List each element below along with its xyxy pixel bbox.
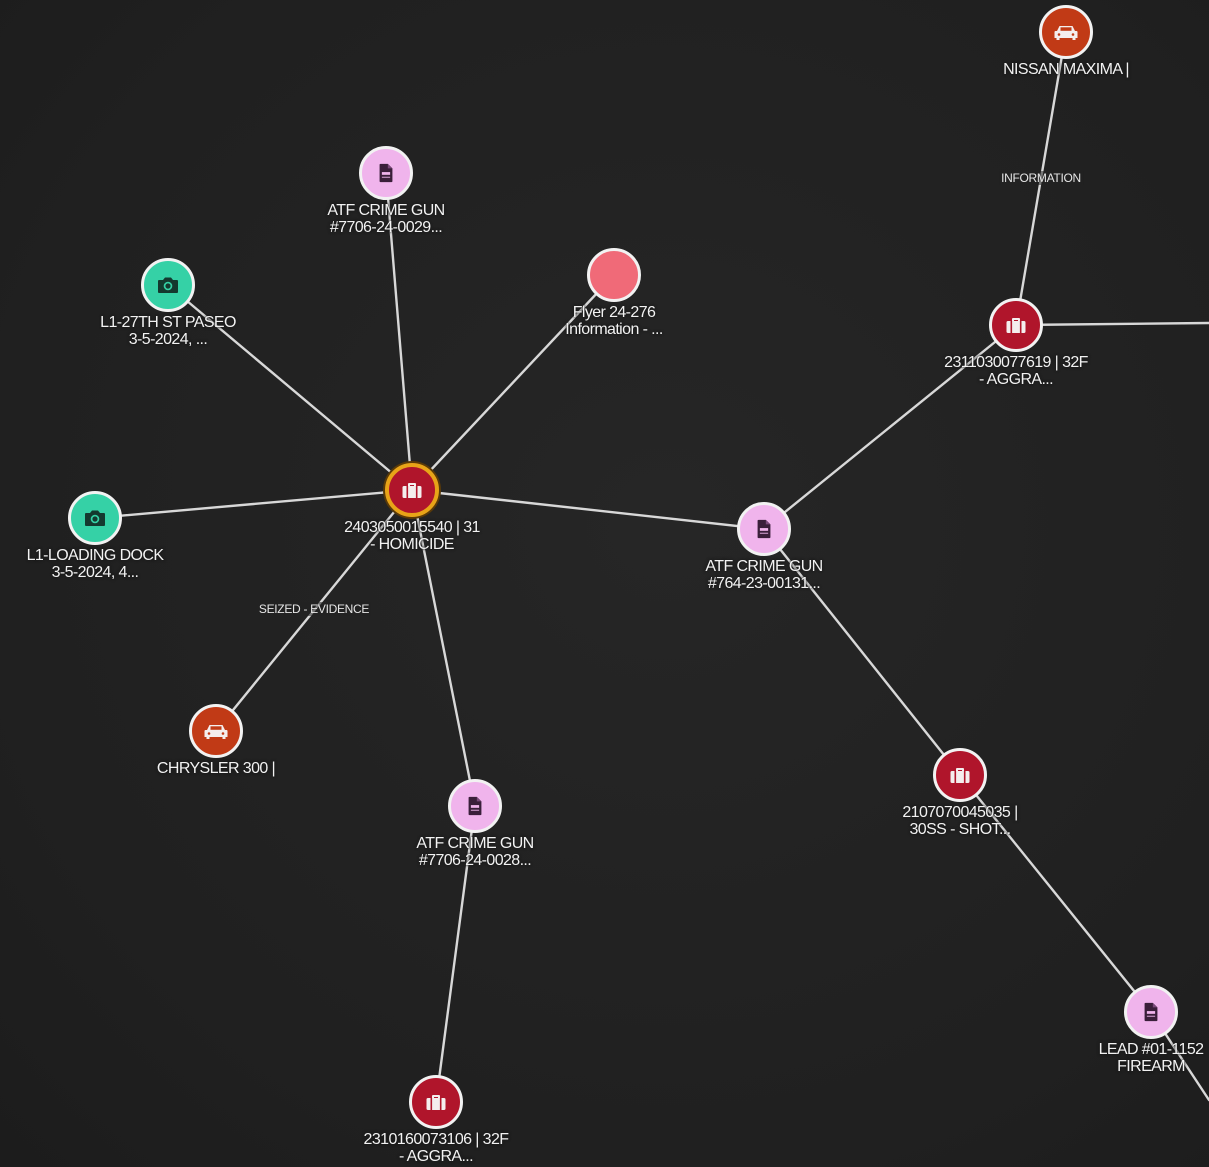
node-label-line: 2403050015540 | 31 <box>344 519 480 536</box>
document-node-circle[interactable] <box>737 502 791 556</box>
node-label-line: NISSAN MAXIMA | <box>1003 61 1129 78</box>
edge-n_atf_7706_0028-n_case_2310160073106[interactable] <box>434 804 477 1104</box>
document-node-circle[interactable] <box>1124 985 1178 1039</box>
node-label-line: - AGGRA... <box>978 371 1054 388</box>
edge-n_atf_764-n_case_2311030077619[interactable] <box>762 323 1018 531</box>
camera-node-circle[interactable] <box>141 258 195 312</box>
node-label-line: Flyer 24-276 <box>572 304 656 321</box>
vehicle-node-circle[interactable] <box>1039 5 1093 59</box>
node-label-line: - AGGRA... <box>398 1148 474 1165</box>
node-label-line: #764-23-00131... <box>707 575 821 592</box>
node-label-line: L1-LOADING DOCK <box>26 547 164 564</box>
node-label: 2310160073106 | 32F- AGGRA... <box>363 1131 510 1165</box>
case-node-circle[interactable] <box>933 748 987 802</box>
case-node-circle[interactable] <box>409 1075 463 1129</box>
node-label-line: 3-5-2024, ... <box>128 331 208 348</box>
briefcase-icon <box>948 764 972 786</box>
node-label-line: CHRYSLER 300 | <box>156 760 276 777</box>
camera-icon <box>83 506 107 530</box>
node-label: ATF CRIME GUN#7706-24-0028... <box>416 835 534 869</box>
document-icon <box>375 162 397 184</box>
vehicle-node-circle[interactable] <box>189 704 243 758</box>
node-label-line: LEAD #01-1152 <box>1098 1041 1204 1058</box>
case-node-circle[interactable] <box>989 298 1043 352</box>
node-label-line: 30SS - SHOT... <box>909 821 1012 838</box>
edge-n_case_main-n_atf_7706_0028[interactable] <box>410 488 477 808</box>
node-label-line: #7706-24-0028... <box>418 852 532 869</box>
node-label-line: Information - ... <box>565 321 663 338</box>
briefcase-icon <box>1004 314 1028 336</box>
document-icon <box>464 795 486 817</box>
node-label-line: 3-5-2024, 4... <box>51 564 139 581</box>
edge-n_case_main-n_atf_764[interactable] <box>410 488 766 531</box>
edge-n_case_main-n_flyer[interactable] <box>410 273 616 492</box>
case-node-circle[interactable] <box>385 463 439 517</box>
node-label: ATF CRIME GUN#7706-24-0029... <box>327 202 445 236</box>
edge-n_atf_764-n_case_2107070045035[interactable] <box>762 527 962 777</box>
node-label: 2403050015540 | 31- HOMICIDE <box>344 519 480 553</box>
camera-node-circle[interactable] <box>68 491 122 545</box>
car-icon <box>203 720 229 742</box>
document-node-circle[interactable] <box>359 146 413 200</box>
node-label-line: FIREARM <box>1117 1058 1185 1075</box>
node-label-line: #7706-24-0029... <box>329 219 443 236</box>
node-label-line: - HOMICIDE <box>370 536 454 553</box>
node-label-line: 2310160073106 | 32F <box>363 1131 510 1148</box>
edge-n_case_main-n_cam_dock[interactable] <box>93 488 414 520</box>
node-label: 2107070045035 |30SS - SHOT... <box>902 804 1018 838</box>
node-label-line: ATF CRIME GUN <box>416 835 534 852</box>
briefcase-icon <box>400 479 424 501</box>
car-icon <box>1053 21 1079 43</box>
edge-n_case_main-n_atf_7706_0029[interactable] <box>384 171 414 492</box>
node-label-line: 2311030077619 | 32F <box>944 354 1088 371</box>
flyer-node-circle[interactable] <box>587 248 641 302</box>
edge-n_case_2107070045035-n_lead[interactable] <box>958 773 1153 1014</box>
briefcase-icon <box>424 1091 448 1113</box>
node-label-line: ATF CRIME GUN <box>705 558 823 575</box>
document-icon <box>753 518 775 540</box>
edge-label: SEIZED - EVIDENCE <box>256 602 372 616</box>
node-label-line: 2107070045035 | <box>902 804 1018 821</box>
node-label-line: ATF CRIME GUN <box>327 202 445 219</box>
node-label-line: L1-27TH ST PASEO <box>100 314 236 331</box>
node-label: CHRYSLER 300 | <box>156 760 276 777</box>
edge-label: INFORMATION <box>999 171 1083 185</box>
edge-n_case_main-n_cam_27th[interactable] <box>166 283 414 492</box>
node-label: 2311030077619 | 32F- AGGRA... <box>944 354 1088 388</box>
document-icon <box>1140 1001 1162 1023</box>
camera-icon <box>156 273 180 297</box>
document-node-circle[interactable] <box>448 779 502 833</box>
edge-n_case_2311030077619-offscreen_right[interactable] <box>1014 321 1209 327</box>
node-label: NISSAN MAXIMA | <box>1003 61 1129 78</box>
node-label: ATF CRIME GUN#764-23-00131... <box>705 558 823 592</box>
